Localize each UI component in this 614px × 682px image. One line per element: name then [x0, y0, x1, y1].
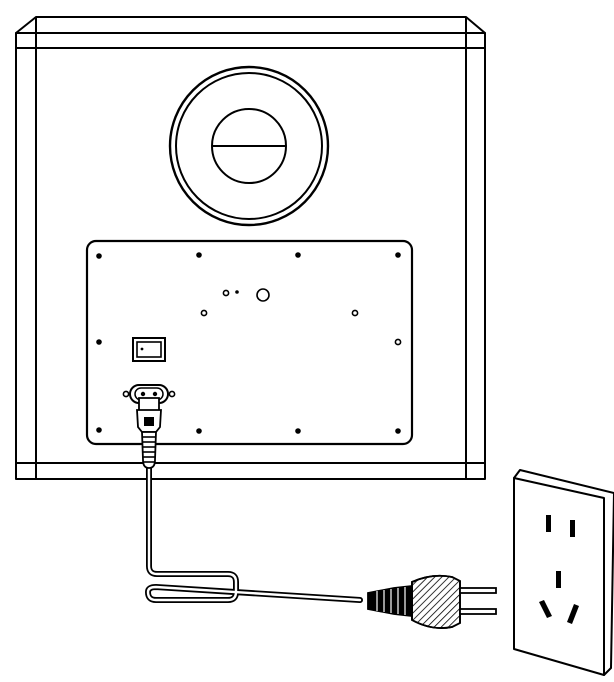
- knob-hole: [256, 288, 270, 302]
- inlet-screw: [168, 390, 176, 398]
- screw: [196, 428, 202, 434]
- two-pin-socket-icon: [546, 515, 575, 537]
- mains-plug: [367, 574, 497, 629]
- hole: [351, 309, 359, 317]
- three-pin-socket-icon: [539, 571, 579, 624]
- screw: [395, 428, 401, 434]
- screw: [196, 252, 202, 258]
- screw: [96, 253, 102, 259]
- inlet-screw: [122, 390, 130, 398]
- cabinet-bottom-trim: [15, 462, 486, 480]
- hole: [222, 289, 230, 297]
- cabinet-top-bevel: [15, 16, 486, 34]
- plug-pin: [459, 608, 497, 615]
- indicator-dot: [235, 290, 239, 294]
- switch-mark-icon: [140, 347, 144, 351]
- screw: [395, 252, 401, 258]
- rear-panel: [85, 239, 414, 446]
- cabinet-top-trim: [15, 32, 486, 49]
- screw: [295, 428, 301, 434]
- screw: [295, 252, 301, 258]
- plug-pin: [459, 587, 497, 594]
- inlet-connector: [136, 397, 162, 469]
- strain-relief-ribs: [142, 436, 156, 463]
- hole: [394, 338, 402, 346]
- panel-screws: [96, 252, 401, 434]
- power-cord: [145, 463, 363, 603]
- hole: [200, 309, 208, 317]
- screw: [96, 427, 102, 433]
- wall-outlet: [513, 469, 614, 676]
- bass-port: [168, 65, 330, 227]
- panel-holes: [200, 288, 402, 346]
- power-switch[interactable]: [132, 337, 166, 362]
- screw: [96, 339, 102, 345]
